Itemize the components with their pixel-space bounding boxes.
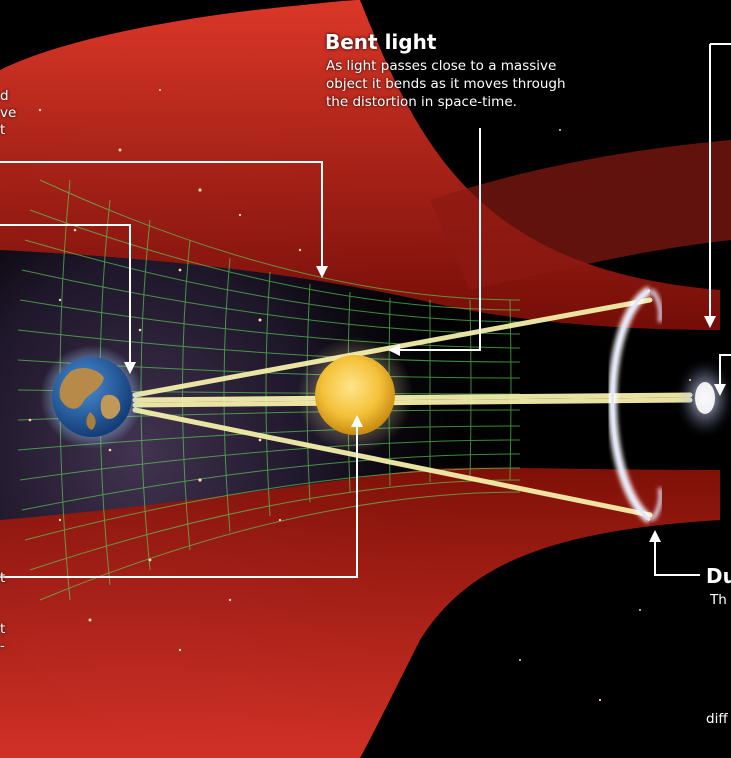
dual-image-fragment-1: Th xyxy=(710,592,727,608)
left-top-fragment-2: ve xyxy=(0,105,17,121)
left-top-fragment-1: d xyxy=(0,88,9,104)
leader-lines xyxy=(0,44,731,578)
dual-image-title: Du xyxy=(706,564,731,588)
left-bottom-fragment-2: t xyxy=(0,621,6,637)
left-bottom-fragment-1: t xyxy=(0,570,6,586)
leader-galaxy xyxy=(719,354,731,386)
leader-bent-light xyxy=(398,128,481,351)
sun-icon xyxy=(297,337,413,453)
bent-light-line-3: the distortion in space-time. xyxy=(326,94,517,110)
leader-bent-light-top xyxy=(0,161,323,268)
left-bottom-fragment-3: - xyxy=(0,638,5,654)
bent-light-line-2: object it bends as it moves through xyxy=(326,76,566,92)
warp-sheet-back xyxy=(430,140,731,290)
leader-arrowheads xyxy=(124,266,726,542)
bent-light-title: Bent light xyxy=(325,30,437,54)
warp-sheet-lower xyxy=(0,467,720,758)
left-top-fragment-3: t xyxy=(0,122,6,138)
leader-earth xyxy=(0,224,131,362)
einstein-ring xyxy=(608,286,663,524)
leader-dual-image xyxy=(654,540,700,576)
bent-light-description: As light passes close to a massive objec… xyxy=(326,57,666,111)
leader-sun xyxy=(0,425,358,578)
galaxy-icon xyxy=(679,362,731,434)
star-field xyxy=(28,89,691,702)
earth-icon xyxy=(40,345,144,449)
dual-image-fragment-2: diff xyxy=(706,711,728,727)
bent-light-line-1: As light passes close to a massive xyxy=(326,58,557,74)
